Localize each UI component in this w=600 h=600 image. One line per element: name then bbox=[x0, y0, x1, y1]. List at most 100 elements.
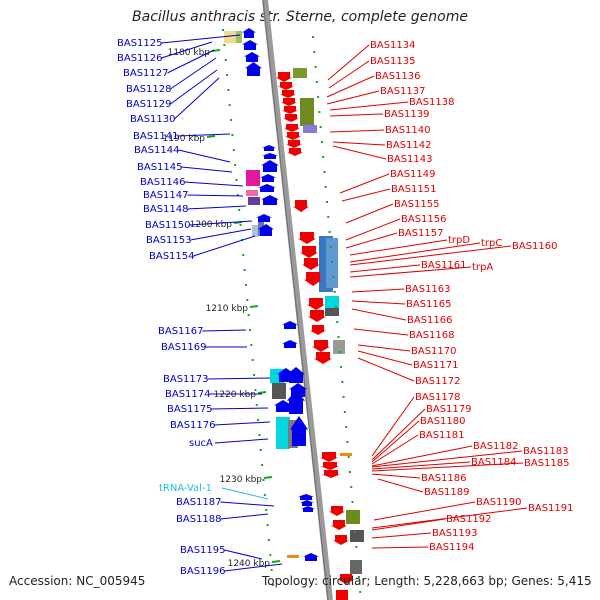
gene-label-right: BAS1193 bbox=[432, 528, 478, 539]
gene-label-left: BAS1169 bbox=[161, 342, 207, 353]
genome-backbone bbox=[262, 0, 333, 600]
leader-line bbox=[170, 69, 218, 105]
leader-line bbox=[339, 173, 390, 194]
gene-label-right: BAS1138 bbox=[409, 97, 455, 108]
leader-line bbox=[332, 145, 387, 160]
gene-label-right: BAS1151 bbox=[391, 184, 437, 195]
gene-label-right: BAS1139 bbox=[384, 109, 430, 120]
block-olive bbox=[300, 98, 314, 126]
gene-arrow-reverse bbox=[278, 82, 294, 90]
leader-line bbox=[353, 328, 409, 336]
leader-line bbox=[326, 90, 380, 105]
leader-line bbox=[224, 549, 263, 560]
leader-line bbox=[357, 344, 411, 352]
leader-line bbox=[329, 113, 384, 117]
leader-line bbox=[190, 228, 252, 241]
ruler-label: 1210 kbp bbox=[206, 304, 249, 314]
genome-summary: Topology: circular; Length: 5,228,663 bp… bbox=[262, 574, 592, 588]
gene-label-right: BAS1142 bbox=[386, 140, 432, 151]
gene-label-right: BAS1140 bbox=[385, 125, 431, 136]
gene-arrow-reverse bbox=[286, 140, 302, 148]
leader-line bbox=[349, 242, 481, 263]
leader-line bbox=[349, 264, 421, 273]
gene-label-left: tRNA-Val-1 bbox=[159, 483, 212, 494]
leader-line bbox=[351, 300, 406, 305]
gene-arrow-forward bbox=[244, 52, 260, 62]
ruler-tick bbox=[271, 560, 281, 563]
gene-label-left: BAS1130 bbox=[130, 114, 176, 125]
leader-line bbox=[177, 133, 231, 137]
leader-line bbox=[349, 245, 512, 266]
leader-line bbox=[161, 41, 213, 59]
gene-arrow-reverse bbox=[321, 462, 339, 470]
leader-line bbox=[214, 438, 269, 444]
block-red-bottom bbox=[336, 590, 348, 600]
gene-label-right: BAS1155 bbox=[394, 199, 440, 210]
leader-line bbox=[181, 166, 233, 173]
block-grey-2 bbox=[333, 340, 345, 354]
gene-label-right: BAS1135 bbox=[370, 56, 416, 67]
gene-arrow-forward bbox=[260, 174, 276, 182]
gene-label-right: BAS1136 bbox=[375, 71, 421, 82]
gene-arrow-forward bbox=[300, 500, 314, 506]
leader-line bbox=[345, 218, 401, 241]
leader-line bbox=[220, 501, 275, 507]
gene-arrow-reverse bbox=[298, 232, 316, 244]
gene-arrow-reverse bbox=[284, 124, 300, 132]
gene-arrow-reverse bbox=[307, 298, 325, 310]
ruler-label: 1230 kbp bbox=[220, 475, 263, 485]
gene-label-right: BAS1185 bbox=[524, 458, 570, 469]
gene-label-right: BAS1194 bbox=[429, 542, 475, 553]
gene-arrow-reverse bbox=[281, 98, 297, 106]
block-grey-1 bbox=[325, 308, 339, 316]
gene-label-left: BAS1167 bbox=[158, 326, 204, 337]
ruler-tick bbox=[257, 391, 267, 394]
gene-label-right: BAS1179 bbox=[426, 404, 472, 415]
gene-label-right: BAS1157 bbox=[398, 228, 444, 239]
gene-label-left: BAS1150 bbox=[145, 220, 191, 231]
block-grey-5 bbox=[350, 530, 364, 542]
block-blue-b bbox=[252, 225, 258, 237]
leader-line bbox=[357, 357, 415, 382]
leader-line bbox=[184, 181, 244, 187]
gene-arrow-reverse bbox=[285, 132, 301, 140]
gene-label-right: BAS1178 bbox=[415, 392, 461, 403]
gene-arrow-forward bbox=[245, 62, 262, 76]
gene-label-left: BAS1127 bbox=[123, 68, 169, 79]
leader-line bbox=[221, 487, 269, 500]
leader-line bbox=[327, 44, 370, 81]
gene-arrow-reverse bbox=[283, 114, 299, 122]
gene-arrow-reverse bbox=[300, 246, 318, 258]
gene-arrow-reverse bbox=[310, 325, 326, 335]
gene-arrow-reverse bbox=[320, 452, 338, 462]
gene-label-left: BAS1188 bbox=[176, 514, 222, 525]
gene-arrow-forward bbox=[282, 340, 298, 348]
gene-label-left: BAS1126 bbox=[117, 53, 163, 64]
leader-line bbox=[371, 450, 523, 468]
gene-label-left: BAS1128 bbox=[126, 84, 172, 95]
leader-line bbox=[349, 266, 472, 278]
gene-arrow-forward bbox=[282, 321, 298, 329]
gene-label-right: BAS1156 bbox=[401, 214, 447, 225]
ruler-label: 1190 kbp bbox=[163, 134, 206, 144]
leader-line bbox=[202, 329, 247, 332]
leader-line bbox=[345, 232, 398, 249]
ruler-tick bbox=[263, 476, 273, 479]
leader-line bbox=[329, 129, 385, 133]
leader-line bbox=[167, 49, 215, 74]
gene-arrow-reverse bbox=[308, 310, 326, 322]
leader-line bbox=[371, 546, 429, 549]
ruler-label: 1180 kbp bbox=[168, 48, 211, 58]
gene-arrow-reverse bbox=[322, 470, 340, 478]
gene-arrow-forward bbox=[290, 416, 308, 446]
gene-label-right: BAS1183 bbox=[523, 446, 569, 457]
gene-label-right: trpD bbox=[448, 235, 470, 246]
gene-label-right: BAS1182 bbox=[473, 441, 519, 452]
leader-line bbox=[220, 513, 269, 520]
gene-arrow-forward bbox=[287, 367, 305, 383]
gene-arrow-forward bbox=[242, 28, 256, 38]
ruler-label: 1200 kbp bbox=[190, 220, 233, 230]
gene-label-right: BAS1161 bbox=[421, 260, 467, 271]
gene-label-right: BAS1134 bbox=[370, 40, 416, 51]
